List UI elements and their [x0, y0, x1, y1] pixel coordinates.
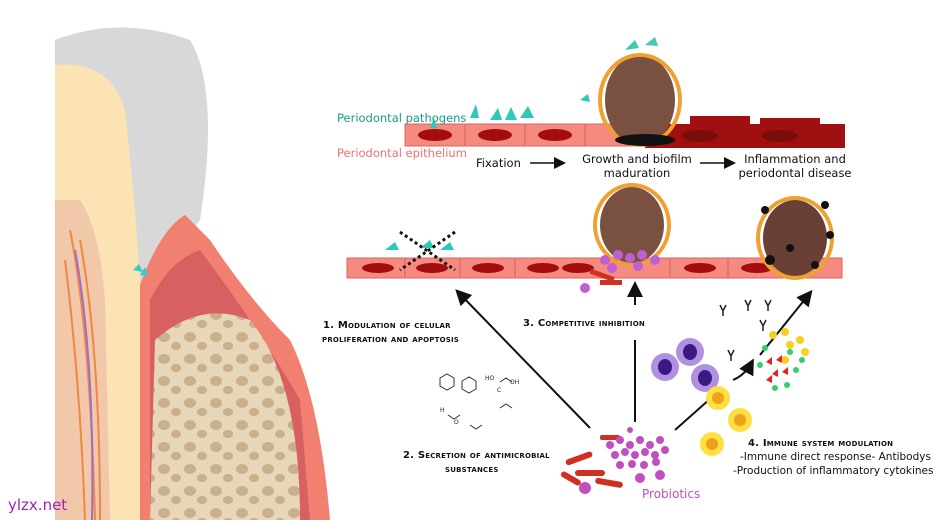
- mechanism-2-label-line2: substances: [445, 464, 499, 475]
- arrow-mechanism-4: [759, 289, 813, 356]
- mechanism-4-item-2: -Production of inflammatory cytokines: [733, 465, 933, 477]
- pathogens-label: Periodontal pathogens: [337, 111, 467, 125]
- blocked-x-mark: [399, 230, 456, 272]
- fixation-label: Fixation: [476, 156, 521, 170]
- mechanism-4-title: 4. Immune system modulation: [748, 438, 894, 449]
- mechanism-arrows: [455, 281, 813, 431]
- biofilm-top: [598, 37, 682, 147]
- biofilm-immune: [756, 196, 834, 280]
- mechanism-1-label-line1: 1. Modulation of celular: [323, 320, 451, 331]
- watermark: ylzx.net: [8, 496, 68, 514]
- tooth-cross-section: [55, 27, 330, 520]
- immune-cells: [651, 299, 809, 456]
- svg-text:OH: OH: [510, 379, 519, 386]
- mechanism-3-label: 3. Competitive inhibition: [523, 318, 645, 329]
- svg-text:H: H: [440, 407, 445, 414]
- probiotics-label: Probiotics: [642, 487, 701, 501]
- antimicrobial-molecules: [439, 373, 513, 430]
- svg-text:C: C: [497, 387, 501, 394]
- arrow-mechanism-1: [455, 289, 591, 429]
- inflammation-label: Inflammation and periodontal disease: [738, 152, 852, 180]
- svg-text:O: O: [454, 419, 459, 426]
- antibodies: [719, 299, 772, 361]
- biofilm-competition: [580, 183, 671, 293]
- svg-text:HO: HO: [485, 375, 495, 382]
- mechanism-4-item-1: -Immune direct response- Antibodys: [740, 451, 931, 463]
- chemical-labels: HO OH C O H: [440, 375, 519, 426]
- probiotics-cluster: [560, 427, 669, 494]
- mechanism-2-label-line1: 2. Secretion of antimicrobial: [403, 450, 550, 461]
- epithelium-row-bottom: [346, 183, 843, 293]
- cytokines: [757, 328, 809, 391]
- pathogen-cluster-gum: [133, 264, 148, 276]
- mechanism-1-label-line2: proliferation and apoptosis: [322, 334, 460, 345]
- growth-label: Growth and biofilm maduration: [582, 152, 692, 180]
- epithelium-row-top: [404, 37, 845, 148]
- epithelium-label: Periodontal epithelium: [337, 146, 467, 160]
